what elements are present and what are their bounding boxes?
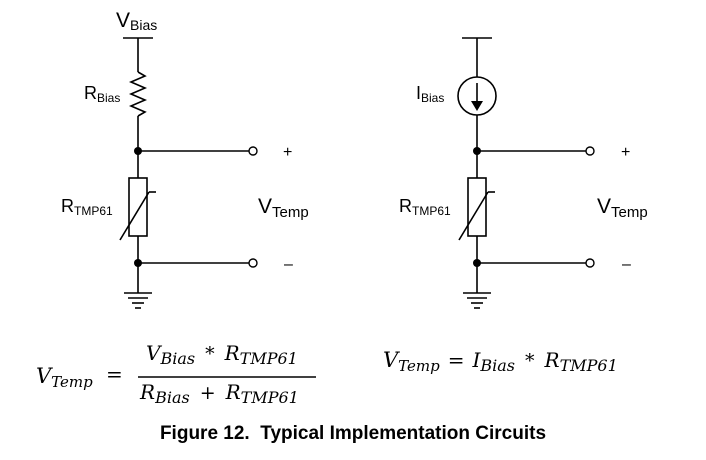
junction-dot [473, 147, 481, 155]
minus-sign: – [622, 256, 631, 273]
equals-sign: = [106, 362, 123, 386]
plus-sign: + [621, 144, 630, 161]
thermistor-slash [458, 191, 489, 241]
rtmp61-thermistor-body [128, 177, 148, 237]
output-terminal-plus [248, 146, 258, 156]
voltage-bias-circuit [119, 37, 249, 309]
output-terminal-plus [585, 146, 595, 156]
vbias-label: VBias [116, 9, 157, 33]
equation-text: VTemp=IBias*RTMP61 [383, 348, 618, 375]
current-bias-circuit [457, 37, 586, 309]
minus-sign: – [284, 256, 293, 273]
rtmp61-label: RTMP61 [399, 196, 451, 218]
junction-dot [473, 259, 481, 267]
rbias-label: RBias [84, 83, 120, 105]
output-terminal-minus [248, 258, 258, 268]
junction-dot [134, 259, 142, 267]
current-arrow-head [471, 101, 483, 111]
rbias-resistor [128, 71, 148, 117]
rtmp61-label: RTMP61 [61, 196, 113, 218]
ohms-law-equation: VTemp=IBias*RTMP61 [383, 348, 618, 375]
ibias-label: IBias [416, 83, 444, 105]
numerator: VBias*RTMP61 [146, 341, 298, 368]
figure-caption: Figure 12. Typical Implementation Circui… [160, 423, 546, 444]
denominator: RBias+RTMP61 [139, 380, 299, 407]
rtmp61-thermistor-body [467, 177, 487, 237]
plus-sign: + [283, 144, 292, 161]
thermistor-slash [119, 191, 150, 241]
junction-dot [134, 147, 142, 155]
equation-lhs: VTemp [36, 364, 93, 391]
voltage-divider-equation: VTemp = VBias*RTMP61 RBias+RTMP61 [36, 341, 316, 407]
output-terminal-minus [585, 258, 595, 268]
vtemp-label: VTemp [258, 195, 309, 221]
vtemp-label: VTemp [597, 195, 648, 221]
